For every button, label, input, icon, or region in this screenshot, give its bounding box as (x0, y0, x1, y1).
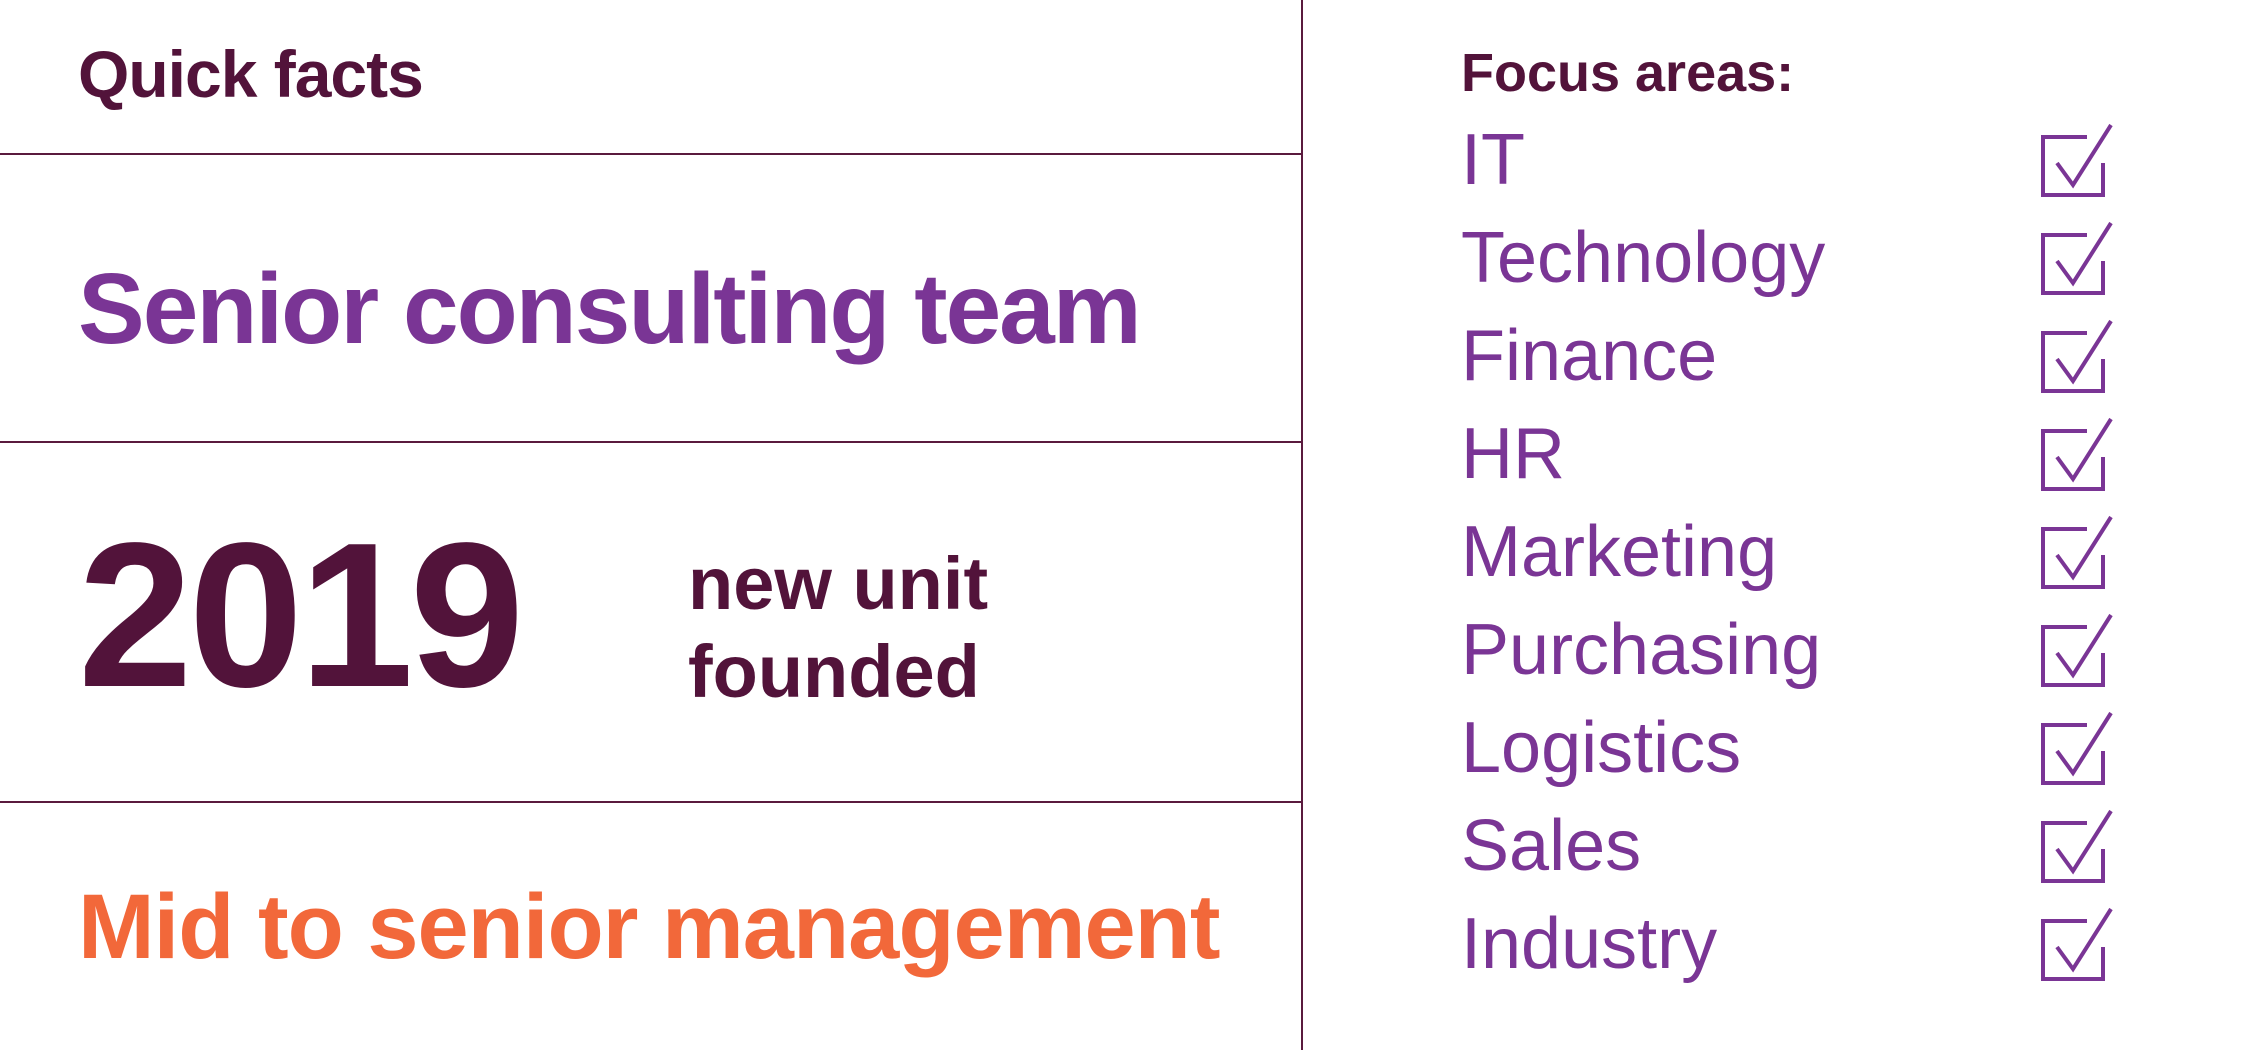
founding-caption-line: founded (688, 630, 980, 713)
focus-area-label: Finance (1461, 316, 1718, 396)
focus-area-item: Finance (1461, 314, 2181, 412)
checkbox-checked-icon (2039, 417, 2115, 493)
checkbox-checked-icon (2039, 907, 2115, 983)
divider (0, 153, 1301, 155)
vertical-divider (1301, 0, 1303, 1050)
focus-area-label: HR (1461, 414, 1565, 494)
founding-caption-line: new unit (688, 542, 989, 625)
audience-fact: Mid to senior management (78, 876, 1220, 978)
checkbox-checked-icon (2039, 613, 2115, 689)
focus-area-label: Technology (1461, 218, 1826, 298)
focus-area-item: IT (1461, 118, 2181, 216)
checkbox-checked-icon (2039, 515, 2115, 591)
focus-area-item: Industry (1461, 902, 2181, 1000)
focus-area-label: Purchasing (1461, 610, 1822, 690)
focus-area-item: Marketing (1461, 510, 2181, 608)
quick-facts-heading: Quick facts (78, 37, 424, 111)
focus-area-label: Marketing (1461, 512, 1778, 592)
focus-area-label: Sales (1461, 806, 1642, 886)
checkbox-checked-icon (2039, 809, 2115, 885)
founding-caption: new unit founded (688, 540, 988, 716)
checkbox-checked-icon (2039, 711, 2115, 787)
focus-area-label: Logistics (1461, 708, 1742, 788)
focus-area-item: HR (1461, 412, 2181, 510)
checkbox-checked-icon (2039, 319, 2115, 395)
checkbox-checked-icon (2039, 221, 2115, 297)
divider (0, 801, 1301, 803)
focus-area-item: Purchasing (1461, 608, 2181, 706)
founding-year: 2019 (78, 500, 524, 730)
focus-area-label: Industry (1461, 904, 1718, 984)
focus-areas-title: Focus areas: (1461, 43, 1795, 103)
focus-area-item: Technology (1461, 216, 2181, 314)
quick-facts-panel: Quick facts Senior consulting team 2019 … (0, 37, 1301, 978)
checkbox-checked-icon (2039, 123, 2115, 199)
team-fact: Senior consulting team (78, 253, 1142, 365)
focus-area-label: IT (1461, 120, 1525, 200)
focus-area-item: Sales (1461, 804, 2181, 902)
focus-area-item: Logistics (1461, 706, 2181, 804)
divider (0, 441, 1301, 443)
